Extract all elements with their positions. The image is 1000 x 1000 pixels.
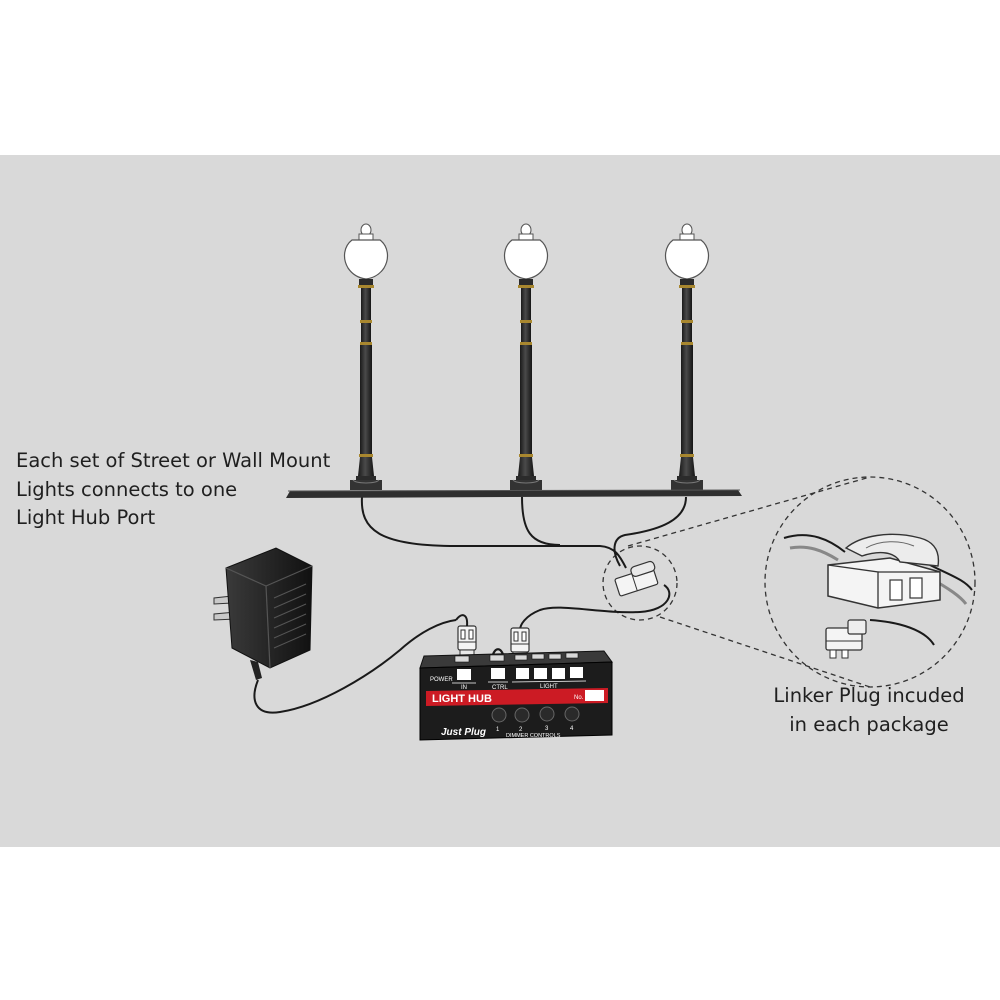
dimmer-controls-label: DIMMER CONTROLS [506,733,561,739]
lamp-connection-caption: Each set of Street or Wall Mount Lights … [16,447,330,533]
mounting-board [286,489,742,498]
street-lamp-icon [664,223,710,491]
caption-line: Each set of Street or Wall Mount [16,449,331,472]
light-hub-icon: POWER IN CTRL LIGHT LIGHT HUB No. 1 2 3 … [419,650,613,741]
dimmer-number-4: 4 [570,726,574,732]
hub-no-label: No. [574,695,584,701]
linker-plug-caption: Linker Plug incuded in each package [755,682,983,739]
linker-plug-detail-icon [783,533,973,659]
dimmer-number-2: 2 [519,727,523,733]
hub-title: LIGHT HUB [432,693,492,705]
dimmer-knob-icon [491,706,580,723]
zoom-guide-lines [602,476,976,688]
caption-line: Linker Plug incuded [773,684,965,707]
hub-light-label: LIGHT [540,684,558,690]
street-lamp-icon [343,223,389,491]
dimmer-number-1: 1 [496,727,500,733]
hub-in-label: IN [461,685,467,691]
brand-logo: Just Plug [441,727,486,738]
power-adapter-icon [213,547,457,714]
lamp-wires [360,496,687,631]
hub-ctrl-label: CTRL [492,685,508,691]
dimmer-number-3: 3 [545,726,549,732]
hub-power-label: POWER [430,677,453,683]
street-lamp-icon [503,223,549,491]
caption-line: Lights connects to one [16,477,238,501]
caption-line: in each package [789,712,949,736]
power-cord [455,614,469,627]
caption-line: Light Hub Port [16,506,156,529]
linker-plug-icon [614,560,659,597]
